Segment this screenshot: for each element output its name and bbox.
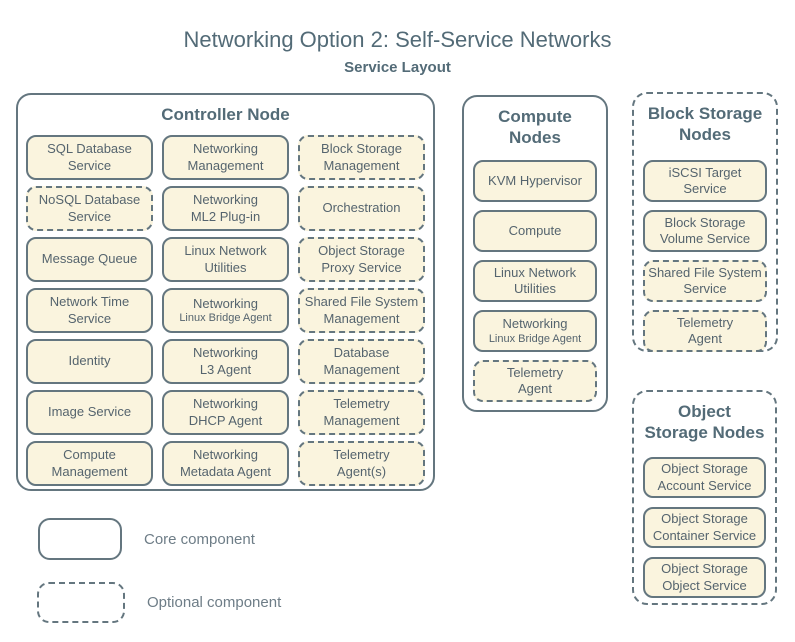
service-label: Networking (502, 316, 568, 332)
object-storage-nodes-title: Object Storage Nodes (644, 402, 765, 443)
service-object-storage-account: Object Storage Account Service (643, 457, 766, 499)
object-storage-nodes-panel: Object Storage Nodes Object Storage Acco… (632, 390, 777, 605)
service-block-storage-volume: Block Storage Volume Service (643, 210, 767, 253)
service-shared-file-system: Shared File System Service (643, 260, 767, 303)
service-linux-network-utilities: Linux Network Utilities (162, 237, 289, 283)
service-object-storage-proxy: Object Storage Proxy Service (298, 237, 425, 283)
service-object-storage-object: Object Storage Object Service (643, 557, 766, 599)
service-identity: Identity (26, 339, 153, 385)
service-block-storage-management: Block Storage Management (298, 135, 425, 181)
legend-core-label: Core component (144, 530, 255, 548)
compute-service-stack: KVM Hypervisor Compute Linux Network Uti… (473, 160, 597, 403)
controller-node-title: Controller Node (161, 105, 290, 124)
compute-nodes-title: Compute Nodes (498, 107, 572, 148)
service-compute-management: Compute Management (26, 441, 153, 487)
service-sublabel: Linux Bridge Agent (179, 312, 272, 325)
service-message-queue: Message Queue (26, 237, 153, 283)
legend-core-row: Core component (38, 518, 255, 560)
page-title: Networking Option 2: Self-Service Networ… (183, 27, 612, 52)
service-telemetry-agent: Telemetry Agent (473, 360, 597, 403)
legend-core-swatch (38, 518, 122, 560)
service-networking-linux-bridge-agent: Networking Linux Bridge Agent (473, 310, 597, 353)
service-nosql-database: NoSQL Database Service (26, 186, 153, 232)
service-orchestration: Orchestration (298, 186, 425, 232)
service-compute: Compute (473, 210, 597, 253)
service-sql-database: SQL Database Service (26, 135, 153, 181)
service-telemetry-management: Telemetry Management (298, 390, 425, 436)
service-networking-ml2-plugin: Networking ML2 Plug-in (162, 186, 289, 232)
legend-optional-label: Optional component (147, 594, 282, 611)
service-iscsi-target: iSCSI Target Service (643, 160, 767, 203)
legend-optional-swatch (37, 582, 125, 623)
service-networking-dhcp-agent: Networking DHCP Agent (162, 390, 289, 436)
service-networking-linux-bridge-agent: Networking Linux Bridge Agent (162, 288, 289, 334)
service-networking-metadata-agent: Networking Metadata Agent (162, 441, 289, 487)
compute-nodes-panel: Compute Nodes KVM Hypervisor Compute Lin… (462, 95, 608, 412)
service-label: Networking (192, 295, 259, 311)
service-linux-network-utilities: Linux Network Utilities (473, 260, 597, 303)
service-sublabel: Linux Bridge Agent (488, 332, 582, 345)
controller-service-grid: SQL Database Service Networking Manageme… (26, 135, 425, 487)
service-networking-management: Networking Management (162, 135, 289, 181)
service-shared-file-system-management: Shared File System Management (298, 288, 425, 334)
block-storage-nodes-title: Block Storage Nodes (647, 104, 763, 145)
block-storage-nodes-panel: Block Storage Nodes iSCSI Target Service… (632, 92, 778, 353)
service-object-storage-container: Object Storage Container Service (643, 507, 766, 549)
service-telemetry-agents: Telemetry Agent(s) (298, 441, 425, 487)
controller-node-panel: Controller Node SQL Database Service Net… (16, 93, 435, 491)
service-image-service: Image Service (26, 390, 153, 436)
service-telemetry-agent: Telemetry Agent (643, 310, 767, 353)
block-storage-service-stack: iSCSI Target Service Block Storage Volum… (643, 160, 767, 353)
legend-optional-row: Optional component (37, 582, 281, 623)
service-network-time: Network Time Service (26, 288, 153, 334)
service-kvm-hypervisor: KVM Hypervisor (473, 160, 597, 203)
service-database-management: Database Management (298, 339, 425, 385)
object-storage-service-stack: Object Storage Account Service Object St… (643, 457, 766, 599)
service-networking-l3-agent: Networking L3 Agent (162, 339, 289, 385)
page-subtitle: Service Layout (344, 59, 451, 76)
